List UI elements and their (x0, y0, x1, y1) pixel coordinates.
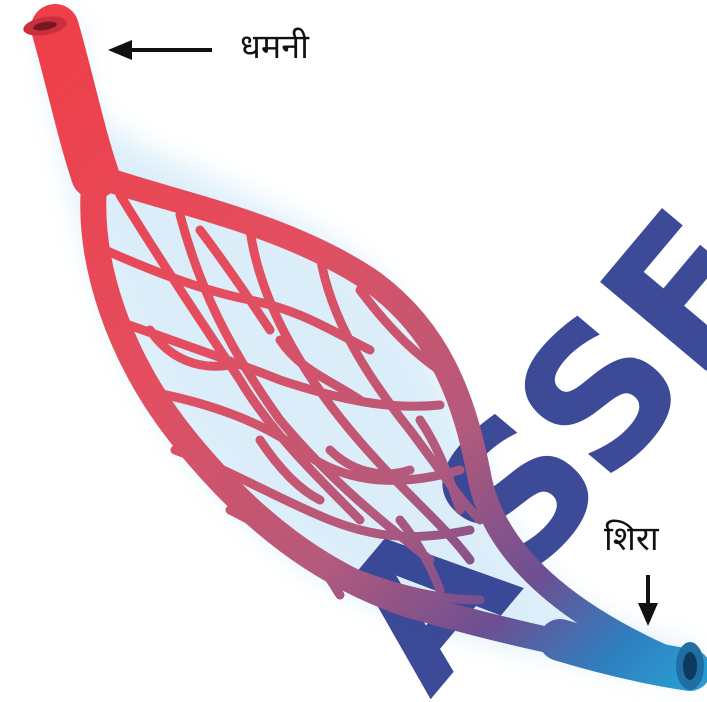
artery-trunk (55, 28, 95, 175)
artery-arrow (108, 40, 212, 60)
vein-arrow (638, 575, 658, 626)
artery-label: धमनी (240, 30, 309, 64)
vein-label: शिरा (604, 522, 659, 556)
vein-opening (676, 642, 704, 690)
